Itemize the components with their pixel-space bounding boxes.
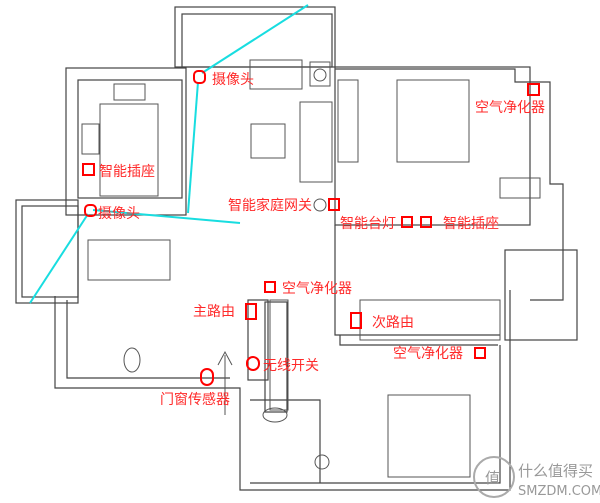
door-window-sensor-marker (200, 368, 214, 386)
label-camera-2: 摄像头 (98, 206, 140, 222)
wardrobe (337, 79, 359, 163)
label-air-purifier-2: 空气净化器 (282, 281, 352, 297)
kitchen-island (99, 103, 159, 197)
watermark-url: SMZDM.COM (518, 484, 600, 499)
label-secondary-router: 次路由 (372, 315, 414, 331)
label-smart-lamp: 智能台灯 (340, 216, 396, 232)
bed-second (387, 394, 471, 478)
smart-socket-marker-2 (420, 216, 432, 228)
label-smart-socket-1: 智能插座 (99, 164, 155, 180)
coffee-table (250, 123, 286, 159)
entry-arrow (217, 350, 233, 415)
label-wireless-switch: 无线开关 (263, 358, 319, 374)
camera-marker-1 (193, 70, 206, 84)
smart-socket-marker-1 (82, 163, 95, 176)
label-camera-1: 摄像头 (212, 72, 254, 88)
secondary-router-marker (350, 312, 362, 329)
walls (15, 6, 578, 491)
label-smart-gateway: 智能家庭网关 (228, 197, 312, 214)
air-purifier-marker-1 (527, 83, 540, 96)
watermark: 值 什么值得买 SMZDM.COM (473, 456, 600, 499)
sink (81, 123, 100, 155)
armchair (249, 59, 303, 90)
device-markers (82, 70, 540, 386)
stove (113, 83, 146, 101)
wireless-switch-marker (246, 356, 260, 371)
smart-lamp-marker (401, 216, 413, 228)
sofa (299, 101, 333, 183)
air-purifier-marker-2 (264, 281, 276, 293)
label-air-purifier-3: 空气净化器 (393, 346, 463, 362)
label-main-router: 主路由 (193, 304, 235, 320)
lamp-table (309, 61, 331, 87)
cabinet (269, 299, 289, 411)
desk (499, 177, 541, 199)
air-purifier-marker-3 (474, 347, 486, 359)
label-door-window-sensor: 门窗传感器 (160, 391, 230, 408)
label-smart-socket-2: 智能插座 (443, 216, 499, 232)
watermark-name: 什么值得买 (518, 462, 593, 480)
camera-marker-2 (84, 204, 97, 217)
label-air-purifier-1: 空气净化器 (475, 100, 545, 116)
furniture (81, 59, 541, 478)
bed-master (396, 79, 470, 163)
dining-table (87, 239, 171, 281)
watermark-logo: 值 (485, 469, 500, 487)
gateway-marker (328, 198, 340, 211)
main-router-marker (245, 303, 257, 320)
camera-coverage-lines (29, 4, 309, 304)
